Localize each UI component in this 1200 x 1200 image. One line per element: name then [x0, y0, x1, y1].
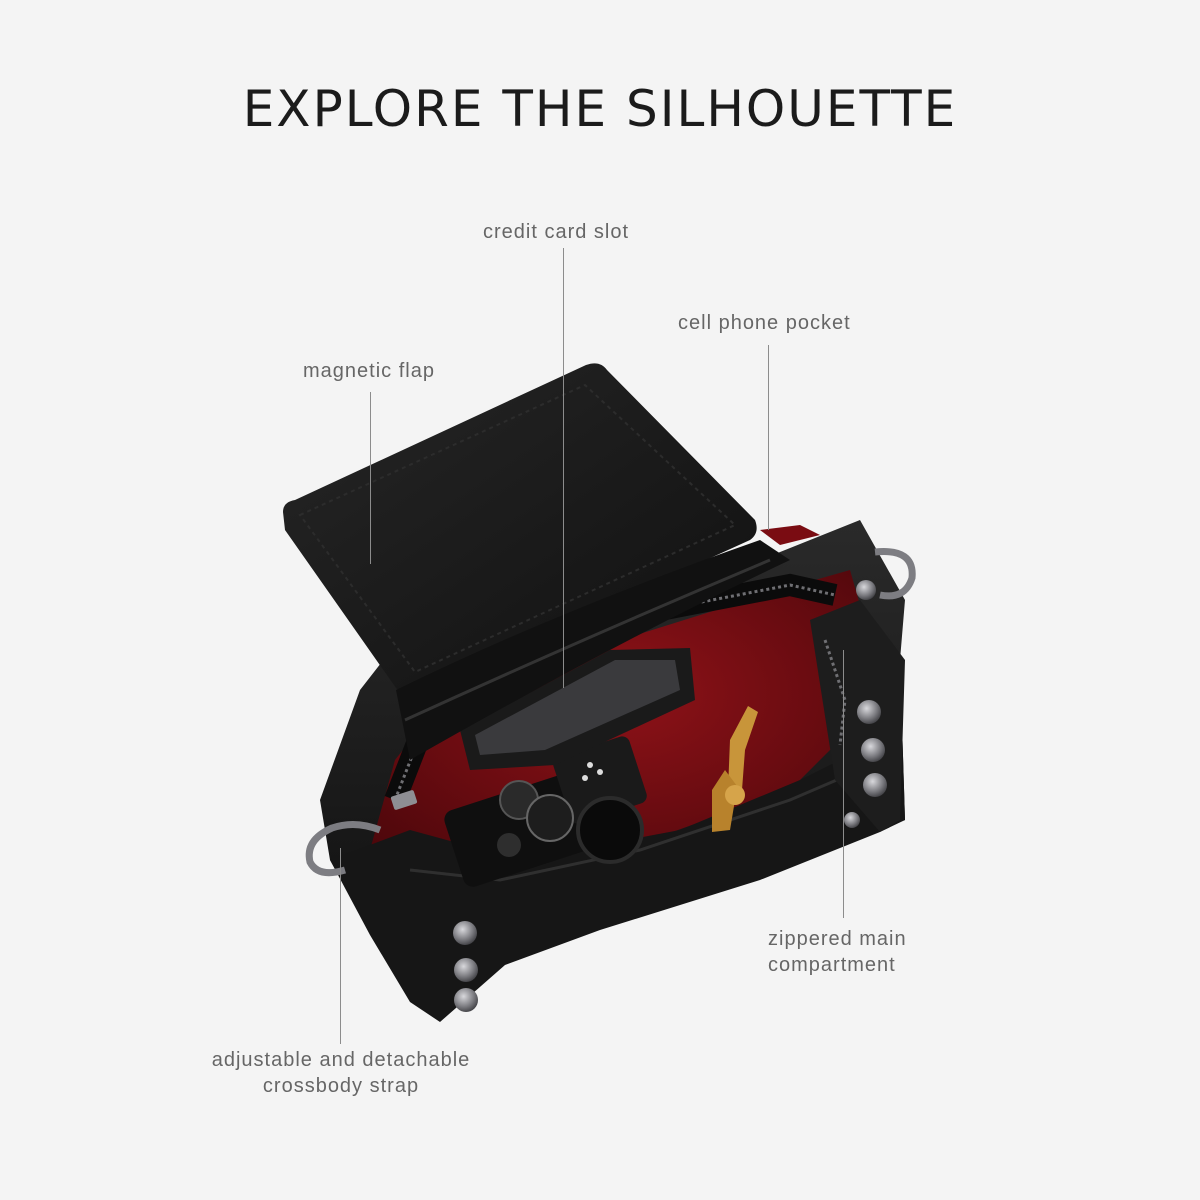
cell-phone-pocket-label: cell phone pocket: [678, 312, 851, 334]
credit-card-slot-leader: [563, 248, 564, 688]
cell-phone-pocket-leader: [768, 345, 769, 530]
magnetic-flap-label: magnetic flap: [303, 360, 435, 382]
strap-line1: adjustable and detachable: [211, 1049, 471, 1071]
d-rings: [305, 548, 916, 877]
zippered-main-line1: zippered main: [768, 928, 907, 950]
magnetic-flap-leader: [370, 392, 371, 564]
magnetic-flap: [283, 363, 790, 760]
keys: [712, 706, 758, 832]
strap-leader: [340, 848, 341, 1044]
camera: [444, 736, 647, 887]
zippered-main-leader: [843, 650, 844, 918]
inner-pocket: [460, 648, 695, 770]
strap-line2: crossbody strap: [262, 1075, 420, 1097]
lining-back-strip: [760, 525, 820, 545]
crossbody-strap-label: adjustable and detachable crossbody stra…: [196, 1047, 486, 1099]
credit-card-slot-label: credit card slot: [483, 221, 630, 243]
zippered-main-line2: compartment: [768, 954, 896, 976]
page-title: EXPLORE THE SILHOUETTE: [242, 80, 958, 138]
rivets: [453, 700, 887, 1012]
zippered-main-compartment-label: zippered main compartment: [768, 926, 907, 978]
